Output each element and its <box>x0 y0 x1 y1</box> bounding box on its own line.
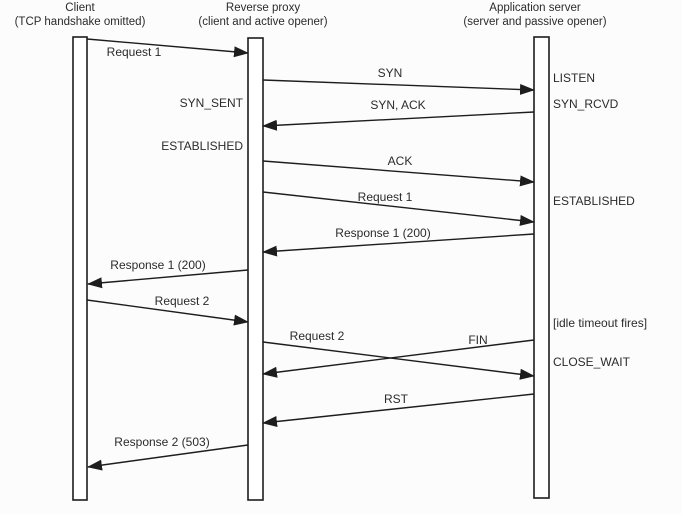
actor-header-application-server: Application server (server and passive o… <box>463 2 606 29</box>
actor-title: Reverse proxy <box>225 2 301 14</box>
tcp-state-label-server: [idle timeout fires] <box>553 316 648 330</box>
message-arrow-proxy-to-server <box>262 341 535 380</box>
message-arrow-proxy-to-server <box>262 160 535 187</box>
message-label: Request 1 <box>357 190 413 204</box>
message-arrow-proxy-to-client <box>87 269 249 289</box>
actor-subtitle: (client and active opener) <box>198 15 328 28</box>
message-label: FIN <box>468 333 488 347</box>
message-label: Request 1 <box>106 45 162 59</box>
actor-subtitle: (TCP handshake omitted) <box>14 15 146 28</box>
message-arrow-server-to-proxy <box>262 111 535 131</box>
actor-title: Application server <box>489 2 581 14</box>
lifeline-bar-client <box>72 36 88 501</box>
lifeline-bar-server <box>533 36 550 499</box>
message-arrow-server-to-proxy <box>262 233 535 257</box>
message-arrow-proxy-to-server <box>262 191 535 226</box>
message-label: Request 2 <box>154 294 210 308</box>
message-arrow-client-to-proxy <box>86 299 249 326</box>
lifeline-bar-proxy <box>247 37 264 501</box>
tcp-state-label-server: SYN_RCVD <box>553 97 619 111</box>
message-label: ACK <box>387 154 413 168</box>
message-label: RST <box>384 392 408 406</box>
tcp-state-label-server: CLOSE_WAIT <box>553 355 630 369</box>
message-label: Response 1 (200) <box>335 226 431 240</box>
message-label: SYN, ACK <box>370 98 426 112</box>
tcp-state-label-server: LISTEN <box>553 71 596 85</box>
actor-header-client: Client (TCP handshake omitted) <box>15 2 146 29</box>
message-arrow-server-to-proxy <box>262 339 535 378</box>
tcp-state-label-server: ESTABLISHED <box>553 194 635 208</box>
message-arrow-proxy-to-client <box>87 444 249 471</box>
message-label: SYN <box>377 66 403 80</box>
message-label: Response 1 (200) <box>110 258 206 272</box>
actor-subtitle: (server and passive opener) <box>463 15 607 28</box>
actor-title: Client <box>65 2 95 14</box>
tcp-state-label-proxy: ESTABLISHED <box>161 139 243 153</box>
message-arrow-server-to-proxy <box>262 393 535 427</box>
message-arrow-client-to-proxy <box>86 38 249 58</box>
message-arrow-proxy-to-server <box>262 79 535 95</box>
tcp-state-label-proxy: SYN_SENT <box>179 96 243 110</box>
actor-header-reverse-proxy: Reverse proxy (client and active opener) <box>198 2 327 29</box>
message-label: Request 2 <box>289 329 345 343</box>
message-label: Response 2 (503) <box>114 435 210 449</box>
